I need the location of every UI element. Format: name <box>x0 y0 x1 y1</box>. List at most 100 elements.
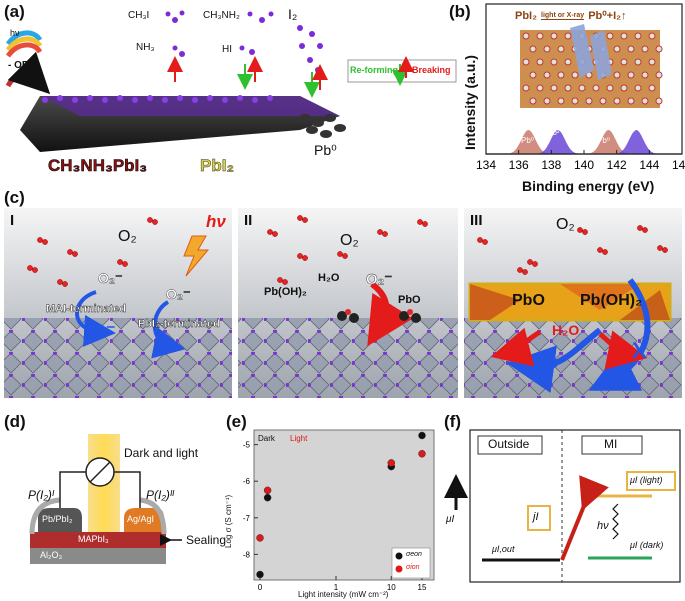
o2-atom <box>342 253 348 259</box>
data-point-ion <box>263 486 272 495</box>
hi-label: HI <box>222 44 232 55</box>
crystal-atom <box>550 32 558 40</box>
x-tick-label: 15 <box>418 583 427 592</box>
crystal-atom <box>536 32 544 40</box>
mi-label: MI <box>604 437 618 451</box>
xps-peak-label-pb2-2: Pb²⁺ <box>619 128 636 137</box>
crystal-atom <box>634 58 642 66</box>
o2-atom <box>117 259 123 265</box>
crystal-atom <box>536 84 544 92</box>
sealing-label: Sealing <box>186 533 227 547</box>
data-point-ion <box>418 450 426 458</box>
data-point-eon <box>418 431 426 440</box>
o2-atom <box>277 277 283 283</box>
legend-eon: σeon <box>406 551 422 558</box>
crystal-atom <box>627 71 635 79</box>
cell-schematic <box>29 434 182 564</box>
mu-light-label: μI (light) <box>630 475 663 485</box>
y-tick-label: -8 <box>243 550 251 559</box>
crystal-atom <box>557 71 565 79</box>
o2-atom <box>57 279 63 285</box>
crystal-atom <box>648 32 656 40</box>
frame-ii-superoxide: O₂⁻ <box>366 271 393 288</box>
xps-peak-pb2 <box>535 130 580 154</box>
frame-iii-pboh2: Pb(OH)₂ <box>580 292 643 309</box>
pbi2-crystal-inset <box>520 24 663 108</box>
crystal-atom <box>522 32 530 40</box>
panel-f-label: (f) <box>444 412 461 431</box>
xps-peak-pb0 <box>506 130 551 154</box>
al2o3-label: Al₂O₃ <box>40 550 63 560</box>
o2-atom <box>297 253 303 259</box>
dark-light-label: Dark and light <box>124 446 199 460</box>
panel-d-label: (d) <box>4 412 26 431</box>
crystal-atom <box>620 32 628 40</box>
xps-tick-label: 138 <box>541 158 561 172</box>
crystal-atom <box>655 45 663 53</box>
crystal-atom <box>655 71 663 79</box>
frame-i-superoxide-2: O₂⁻ <box>166 286 191 302</box>
o2-atom <box>297 215 303 221</box>
panel-e-label: (e) <box>226 412 247 431</box>
frame-i-pbi2-terminated: PbI₂-terminated <box>138 318 220 330</box>
crystal-atom <box>606 84 614 92</box>
o2-atom <box>272 231 278 237</box>
xps-tick-label: 134 <box>476 158 496 172</box>
o2-atom <box>662 247 668 253</box>
xps-tick-label: 142 <box>607 158 627 172</box>
o2-atom <box>477 237 483 243</box>
ch3nh2-label: CH₃NH₂ <box>203 10 240 21</box>
o2-atom <box>147 217 153 223</box>
o2-atom <box>637 225 643 231</box>
crystal-atom <box>529 45 537 53</box>
o2-atom <box>532 261 538 267</box>
mapbi3-layer-label: MAPbI₃ <box>78 534 109 544</box>
crystal-atom <box>620 84 628 92</box>
or-label: - OR - <box>8 60 36 71</box>
t-label: T <box>20 72 26 82</box>
xps-tick-label: 144 <box>639 158 659 172</box>
legend-dark: Dark <box>258 434 275 443</box>
o2-atom <box>62 281 68 287</box>
p-i2-left: P(I₂)ᴵ <box>28 488 54 502</box>
mu-dark-label: μI (dark) <box>630 540 664 550</box>
panel-c-label: (c) <box>4 188 25 207</box>
xps-ylabel: Intensity (a.u.) <box>462 55 478 150</box>
o2-atom <box>302 255 308 261</box>
o2-atom <box>377 229 383 235</box>
o2-atom <box>642 227 648 233</box>
xps-peak-label-pb0-2: Pb⁰ <box>597 136 610 145</box>
o2-atom <box>422 221 428 227</box>
frame-ii-number: II <box>244 212 253 229</box>
panel-b-label: (b) <box>449 2 471 21</box>
reaction-reactant: PbI₂ <box>515 9 537 22</box>
frame-i-electron-1: e⁻ <box>96 320 116 340</box>
crystal-atom <box>613 71 621 79</box>
crystal-atom <box>634 84 642 92</box>
ag-electrode-label: Ag/AgI <box>127 514 155 524</box>
o2-atom <box>602 249 608 255</box>
pb-electrode-label: Pb/PbI₂ <box>42 514 73 524</box>
ch3i-label: CH₃I <box>128 10 150 21</box>
frame-i-o2: O₂ <box>118 228 137 245</box>
xps-peak-label-pb0-1: Pb⁰ <box>521 136 534 145</box>
o2-atom <box>517 267 523 273</box>
crystal-atom <box>613 45 621 53</box>
o2-atom <box>527 259 533 265</box>
xps-tick-label: 146 <box>672 158 685 172</box>
crystal-atom <box>550 58 558 66</box>
legend-ion: σion <box>406 564 420 571</box>
conductivity-ylabel: Log σ (S cm⁻¹) <box>224 494 233 548</box>
o2-atom <box>282 279 288 285</box>
frame-i-superoxide-1: O₂⁻ <box>98 270 123 286</box>
mapbi3-label: CH₃NH₃PbI₃ <box>48 156 148 176</box>
crystal-atom <box>564 84 572 92</box>
y-tick-label: -6 <box>243 477 251 486</box>
o2-atom <box>577 227 583 233</box>
frame-ii-pboh2: Pb(OH)₂ <box>264 286 307 298</box>
o2-atom <box>382 231 388 237</box>
frame-iii-pbo: PbO <box>512 292 545 309</box>
pbi2-label: PbI₂ <box>200 156 235 176</box>
o2-atom <box>597 247 603 253</box>
